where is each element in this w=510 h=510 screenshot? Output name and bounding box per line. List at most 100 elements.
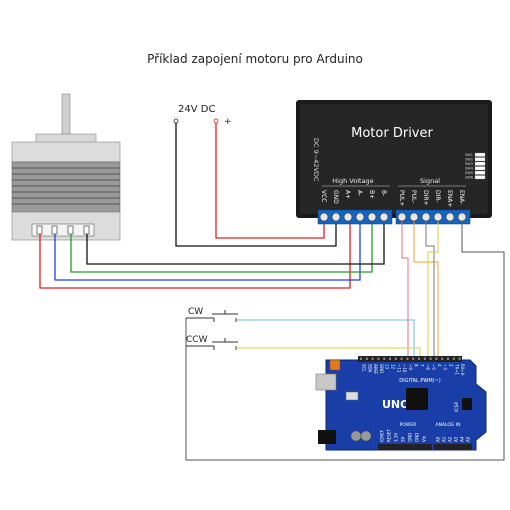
motor-fins (12, 167, 120, 205)
top-pin-label: ~10 (402, 364, 407, 373)
capacitor-1 (350, 430, 362, 442)
dip-switch-label: SW1 (465, 153, 473, 157)
diagram-title: Příklad zapojení motoru pro Arduino (147, 52, 363, 66)
top-pin-label: TX→1 (454, 363, 459, 376)
header-pin (429, 357, 432, 360)
dip-switch-label: SW6 (465, 176, 473, 180)
signal-pin-label: PUL+ (398, 190, 405, 206)
power-supply: 24V DC + (173, 104, 337, 247)
header-pin (394, 357, 397, 360)
hv-pin-label: B+ (368, 190, 375, 199)
terminal-screw (331, 212, 341, 222)
power-pin-label: 3.3V (394, 433, 399, 442)
terminal-screws (319, 212, 467, 222)
header-pin (458, 357, 461, 360)
dip-switch-toggle[interactable] (474, 166, 486, 171)
power-pin-label: RESET (387, 429, 392, 442)
top-pin-label: ~3 (443, 364, 448, 370)
terminal-screw (421, 212, 431, 222)
switches: CW CCW (186, 307, 421, 356)
power-pin-label: 5V (401, 436, 406, 442)
analog-pin-label: A2 (448, 436, 453, 442)
hv-pin-label: VCC (320, 190, 327, 202)
top-pin-label: 4 (437, 364, 442, 367)
hv-pin-label: A+ (344, 190, 351, 199)
dip-switch-label: SW4 (465, 167, 474, 171)
arduino-power-jack (318, 430, 336, 444)
wire-power-red (215, 123, 325, 239)
terminal-screw (343, 212, 353, 222)
power-header-label: POWER (400, 422, 417, 428)
power-plus-terminal (213, 118, 219, 124)
top-pin-label: 13 (385, 364, 390, 370)
motor-connector (31, 223, 95, 237)
terminal-screw (355, 212, 365, 222)
header-pin (377, 357, 380, 360)
ccw-switch[interactable] (186, 338, 238, 350)
signal-pin-label: ENA- (458, 190, 465, 204)
dip-switch-toggle[interactable] (474, 170, 486, 175)
header-pin (371, 357, 374, 360)
terminal-screw (445, 212, 455, 222)
top-pin-label: SCL (362, 364, 367, 372)
header-pin (389, 357, 391, 360)
analog-pin-label: A0 (436, 436, 441, 442)
motor-wires (39, 222, 385, 289)
top-pin-label: AREF (373, 364, 378, 375)
stepper-motor (11, 93, 121, 241)
icsp-label: ICSP (454, 402, 460, 412)
power-pin-label: GND (415, 433, 420, 442)
dip-switch-toggle[interactable] (474, 152, 486, 157)
power-label: 24V DC (178, 104, 215, 115)
wire-dir-minus-yellow (427, 222, 439, 356)
high-voltage-label: High Voltage (332, 177, 373, 185)
top-pin-label: 8 (414, 364, 419, 367)
wire-motor-red (39, 222, 351, 289)
motor-connector-pins (36, 225, 90, 235)
wire-power-black (175, 123, 337, 247)
hv-pin-label: A- (356, 190, 363, 196)
header-pin (383, 357, 386, 360)
wire-pul-minus-orange (413, 222, 439, 356)
analog-pin-label: A5 (466, 436, 471, 442)
dip-switch-label: SW3 (465, 162, 473, 166)
top-pin-label: SDA (367, 364, 372, 373)
wire-motor-blue (54, 222, 361, 281)
header-pin (435, 357, 438, 360)
top-pin-label: 12 (391, 364, 396, 370)
terminal-screw (397, 212, 407, 222)
driver-face (300, 104, 488, 214)
top-pin-label: 2 (449, 364, 454, 367)
header-pin (418, 357, 420, 360)
terminal-screw (379, 212, 389, 222)
capacitor-2 (360, 430, 372, 442)
top-pin-label: ~9 (408, 364, 413, 370)
terminal-screw (409, 212, 419, 222)
reset-button[interactable] (329, 359, 341, 371)
top-header (358, 356, 462, 362)
signal-pin-label: ENA+ (446, 190, 453, 207)
wire-dir-plus-gray (425, 222, 435, 356)
dip-switch-toggle[interactable] (474, 161, 486, 166)
dip-switch-toggle[interactable] (474, 175, 486, 180)
terminal-screw (457, 212, 467, 222)
signal-pin-label: DIR+ (422, 190, 429, 206)
top-pin-label: ~11 (396, 364, 401, 373)
wire-motor-black (86, 222, 385, 265)
power-header (378, 444, 432, 450)
top-header-pins (360, 357, 461, 360)
top-pin-label: RX←0 (460, 364, 465, 376)
cw-switch[interactable] (186, 310, 238, 322)
wire-common-left (185, 318, 414, 461)
top-pin-label: 7 (420, 364, 425, 367)
signal-pin-labels: PUL+PUL-DIR+DIR-ENA+ENA- (398, 190, 465, 207)
terminal-screw (367, 212, 377, 222)
dip-switch-label: SW2 (465, 158, 473, 162)
header-pin (452, 357, 455, 360)
wire-pul-plus-pink (401, 222, 409, 356)
dip-switch-toggle[interactable] (474, 157, 486, 162)
